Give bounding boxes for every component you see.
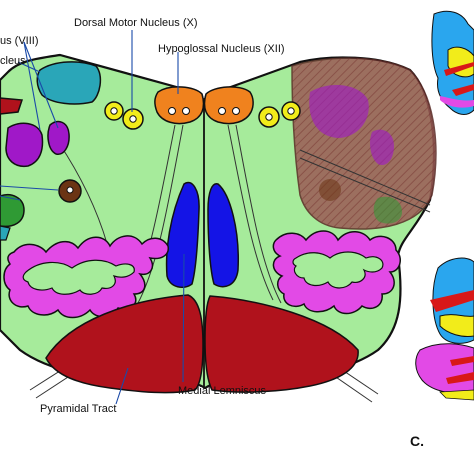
label-medial-lemniscus: Medial Lemniscus — [178, 385, 267, 397]
panel-b-fragment — [431, 10, 474, 115]
hatch-pattern — [292, 58, 436, 230]
panel-label-c: C. — [410, 433, 424, 449]
purple-nucleus-right-2 — [370, 129, 394, 166]
purple-nucleus-right-1 — [309, 85, 369, 138]
purple-nucleus-left-2 — [47, 120, 70, 155]
medial-lemniscus-left — [165, 181, 200, 289]
green-nucleus-right — [373, 196, 402, 224]
brown-nucleus-right — [319, 179, 341, 201]
yellow-nuclei — [104, 101, 301, 130]
medial-lemniscus-right — [207, 183, 239, 288]
label-vestibulocochlear: us (VIII) — [0, 35, 39, 47]
hypoglossal-nucleus-left — [154, 86, 205, 125]
pyramid-left — [45, 294, 204, 394]
vestibular-nucleus — [36, 61, 102, 105]
panel-c-fragment — [415, 257, 474, 401]
leader-lines — [0, 30, 185, 405]
label-nucleus-partial: cleus — [0, 55, 26, 67]
inferior-olive-left-hilum — [22, 259, 135, 295]
label-pyramidal-tract: Pyramidal Tract — [40, 403, 116, 415]
brown-nucleus-dot — [66, 186, 74, 194]
inferior-olive-right-hilum — [292, 251, 384, 289]
label-dorsal-motor-nucleus: Dorsal Motor Nucleus (X) — [74, 17, 197, 29]
teal-small-nucleus — [0, 225, 11, 241]
hypoglossal-nucleus-right — [203, 86, 254, 125]
pyramid-right — [204, 295, 359, 393]
green-nucleus-left — [0, 194, 25, 228]
purple-nucleus-left-1 — [5, 122, 44, 168]
label-hypoglossal-nucleus: Hypoglossal Nucleus (XII) — [158, 43, 285, 55]
red-edge-nucleus — [0, 97, 24, 115]
